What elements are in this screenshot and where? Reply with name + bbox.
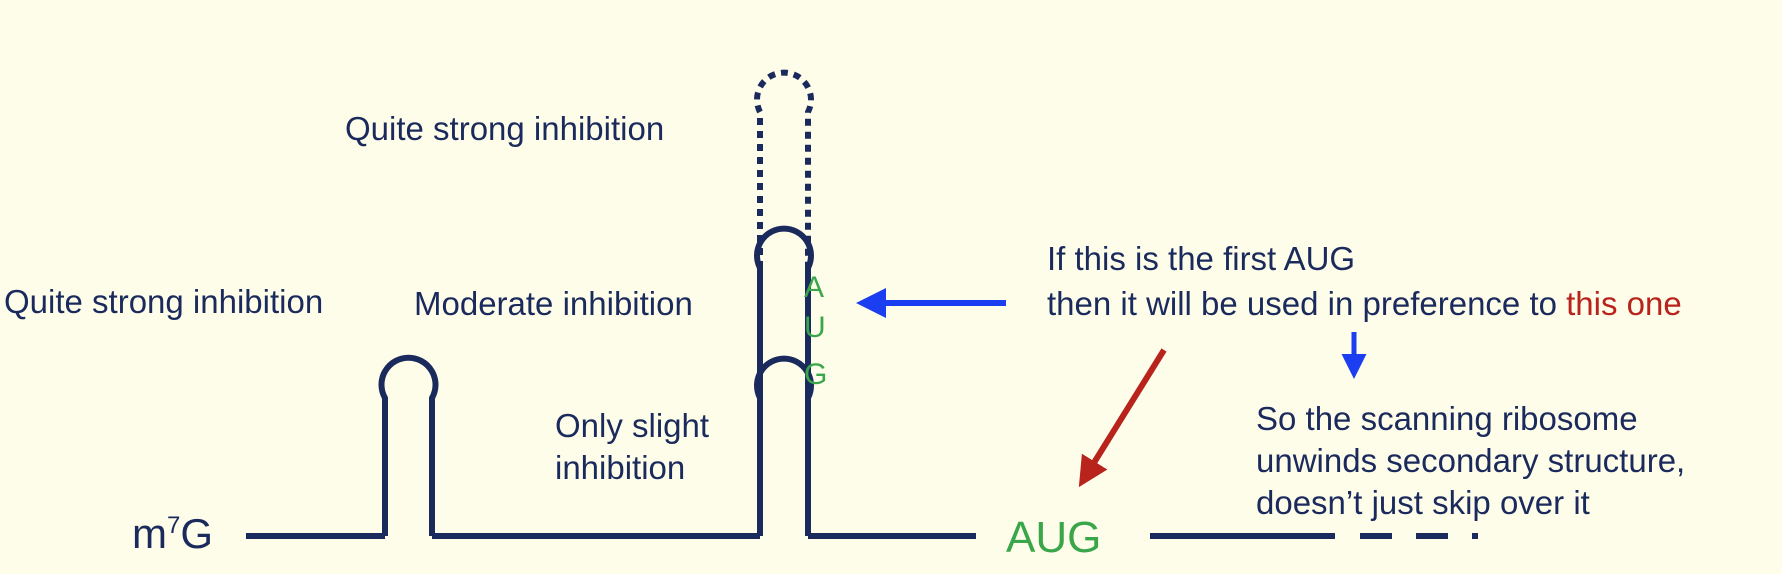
note-line2: then it will be used in preference to th… (1047, 283, 1682, 324)
stem-aug-letter-u: U (804, 311, 826, 344)
cap-m: m (132, 510, 167, 557)
scanning-line3: doesn’t just skip over it (1256, 484, 1590, 521)
small-hairpin-label-line2: inhibition (555, 449, 686, 486)
tall-hairpin-label: Quite strong inhibition (345, 110, 665, 147)
note-line2-prefix: then it will be used in preference to (1047, 285, 1567, 322)
cap-superscript: 7 (167, 512, 181, 539)
middle-hairpin (754, 225, 814, 398)
note-line2-highlight: this one (1566, 285, 1682, 322)
red-arrow (1078, 348, 1167, 488)
scanning-line2: unwinds secondary structure, (1256, 442, 1686, 479)
tall-hairpin-dotted (754, 69, 814, 268)
note-line1: If this is the first AUG (1047, 240, 1356, 277)
left-hairpin (378, 354, 439, 536)
left-hairpin-label: Quite strong inhibition (4, 283, 324, 320)
cap-g: G (180, 510, 214, 557)
downstream-aug: AUG (1006, 513, 1102, 562)
stem-aug-letter-g: G (804, 358, 828, 391)
small-hairpin (754, 355, 814, 536)
stem-aug-letter-a: A (804, 271, 825, 304)
cap-label: m7G (132, 508, 213, 561)
small-hairpin-label-line1: Only slight (555, 407, 710, 444)
scanning-line1: So the scanning ribosome (1256, 400, 1638, 437)
middle-hairpin-label: Moderate inhibition (414, 285, 693, 322)
